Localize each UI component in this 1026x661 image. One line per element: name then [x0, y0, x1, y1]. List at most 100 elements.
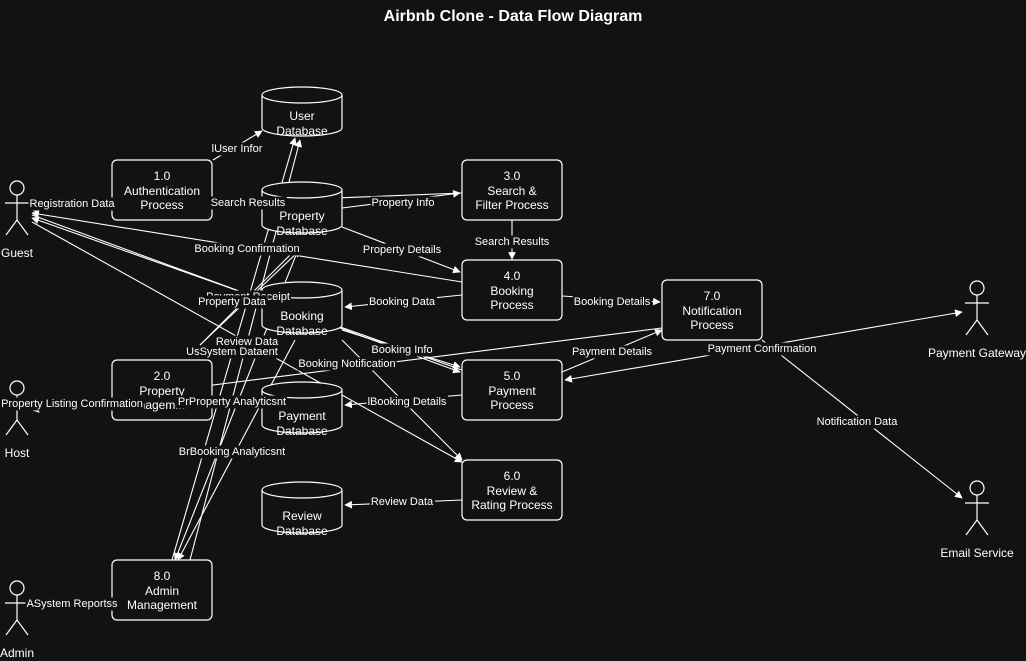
actor-email-service-label: Email Service — [940, 546, 1014, 560]
store-payment-database: Payment Database — [261, 381, 343, 438]
actor-host-label: Host — [5, 446, 30, 460]
flow-label-bg — [369, 495, 436, 509]
store-user-database-line-1: User — [289, 109, 314, 123]
process-search-filter: 3.0 Search & Filter Process — [461, 159, 563, 221]
process-booking: 4.0 Booking Process — [461, 259, 563, 321]
process-notification-line-1: 7.0 — [704, 289, 721, 303]
flow-label-property-listing-confirmation: Property Listing Confirmation — [1, 398, 143, 410]
store-user-database-line-2: Database — [276, 124, 328, 138]
flow-label-booking-details-p7: Booking Details — [574, 296, 651, 308]
flow-label-notification-data: Notification Data — [817, 416, 899, 428]
process-notification-line-3: Process — [690, 318, 733, 332]
flow-labels: Registration Data lUser Infor Search Res… — [0, 142, 900, 611]
actor-guest-icon — [5, 180, 29, 236]
process-authentication: 1.0 Authentication Process — [111, 159, 213, 221]
flow-label-bg — [572, 295, 652, 309]
flow-label-bg — [297, 357, 397, 371]
flow-label-property-data: Property Data — [198, 296, 267, 308]
flow-label-bg — [367, 295, 437, 309]
process-search-filter-line-2: Search & — [487, 184, 536, 198]
flow-label-bg — [370, 196, 436, 210]
flow-label-search-results-guest: Search Results — [211, 197, 286, 209]
actors: Guest Host Admin — [0, 180, 1026, 660]
process-property-management: 2.0 Property nagem... — [111, 359, 213, 421]
actor-email-service-icon — [965, 480, 989, 536]
flow-label-bg — [370, 343, 434, 357]
actor-email-service: Email Service — [940, 480, 1014, 560]
store-property-database-line-1: Property — [279, 209, 324, 223]
flow-label-payment-details: Payment Details — [572, 346, 653, 358]
process-booking-line-2: Booking — [490, 284, 533, 298]
process-search-filter-line-1: 3.0 — [504, 169, 521, 183]
flow-label-booking-confirmation: Booking Confirmation — [194, 243, 299, 255]
actor-admin-icon — [5, 580, 29, 636]
process-search-filter-line-3: Filter Process — [475, 198, 548, 212]
actor-guest-label: Guest — [1, 246, 34, 260]
flow-label-bg — [473, 235, 551, 249]
store-review-database-line-1: Review — [282, 509, 322, 523]
flow-label-review-data-db: Review Data — [371, 496, 434, 508]
flow-label-property-details: Property Details — [363, 244, 442, 256]
flow-label-review-data-guest: Review Data — [216, 336, 279, 348]
process-review-rating-line-2: Review & — [487, 484, 538, 498]
flow-label-bg — [210, 142, 264, 156]
actor-admin-label: Admin — [0, 646, 34, 660]
process-notification: 7.0 Notification Process — [661, 279, 763, 341]
flow-label-property-info: Property Info — [372, 197, 435, 209]
flow-label-payment-confirmation: Payment Confirmation — [708, 343, 817, 355]
data-stores: User Database Property Database Booking … — [261, 86, 343, 538]
flow-label-property-analytics: PrProperty Analyticsnt — [178, 396, 286, 408]
flow-label-booking-data: Booking Data — [369, 296, 436, 308]
process-notification-line-2: Notification — [682, 304, 741, 318]
flow-label-bg — [366, 395, 448, 409]
store-booking-database-line-2: Database — [276, 324, 328, 338]
process-authentication-line-1: 1.0 — [154, 169, 171, 183]
actor-guest: Guest — [1, 180, 34, 260]
process-review-rating-line-1: 6.0 — [504, 469, 521, 483]
flow-label-system-reports: ASystem Reportss — [26, 598, 118, 610]
flow-label-booking-notification: Booking Notification — [298, 358, 395, 370]
flow-label-bg — [176, 395, 288, 409]
flow-label-booking-info: Booking Info — [371, 344, 432, 356]
flow-label-bg — [193, 242, 301, 256]
process-admin-management-line-3: Management — [127, 598, 198, 612]
process-review-rating: 6.0 Review & Rating Process — [461, 459, 563, 521]
flow-label-user-info: lUser Infor — [212, 143, 263, 155]
store-property-database-line-2: Database — [276, 224, 328, 238]
actor-payment-gateway-label: Payment Gateway — [928, 346, 1026, 360]
process-booking-line-3: Process — [490, 298, 533, 312]
flow-label-bg — [0, 397, 144, 411]
flow-label-booking-details-payment: lBooking Details — [368, 396, 447, 408]
diagram-title: Airbnb Clone - Data Flow Diagram — [384, 8, 643, 25]
flow-label-search-results-p3p4: Search Results — [475, 236, 550, 248]
flow-label-bg — [177, 445, 287, 459]
store-user-database: User Database — [261, 86, 343, 138]
process-payment-line-3: Process — [490, 398, 533, 412]
processes: 1.0 Authentication Process 2.0 Property … — [111, 159, 763, 621]
process-payment: 5.0 Payment Process — [461, 359, 563, 421]
store-payment-database-line-2: Database — [276, 424, 328, 438]
flow-label-bg — [815, 415, 900, 429]
store-payment-database-line-1: Payment — [278, 409, 326, 423]
flow-label-registration: Registration Data — [30, 198, 116, 210]
store-property-database: Property Database — [261, 181, 343, 238]
process-property-management-line-3: nagem... — [139, 398, 186, 412]
process-authentication-line-3: Process — [140, 198, 183, 212]
flow-label-bg — [197, 295, 268, 309]
flow-label-bg — [706, 342, 818, 356]
actor-payment-gateway-icon — [965, 280, 989, 336]
actor-host: Host — [5, 380, 30, 460]
flow-label-bg — [28, 197, 117, 211]
process-authentication-line-2: Authentication — [124, 184, 200, 198]
process-property-management-line-2: Property — [139, 384, 184, 398]
actor-admin: Admin — [0, 580, 34, 660]
store-review-database: Review Database — [261, 481, 343, 538]
flow-label-us-system-data: UsSystem Dataent — [186, 346, 278, 358]
flow-label-booking-analytics: BrBooking Analyticsnt — [179, 446, 285, 458]
flow-label-bg — [209, 196, 287, 210]
flow-label-bg — [570, 345, 654, 359]
actor-payment-gateway: Payment Gateway — [928, 280, 1026, 360]
process-review-rating-line-3: Rating Process — [471, 498, 552, 512]
flow-label-bg — [361, 243, 443, 257]
